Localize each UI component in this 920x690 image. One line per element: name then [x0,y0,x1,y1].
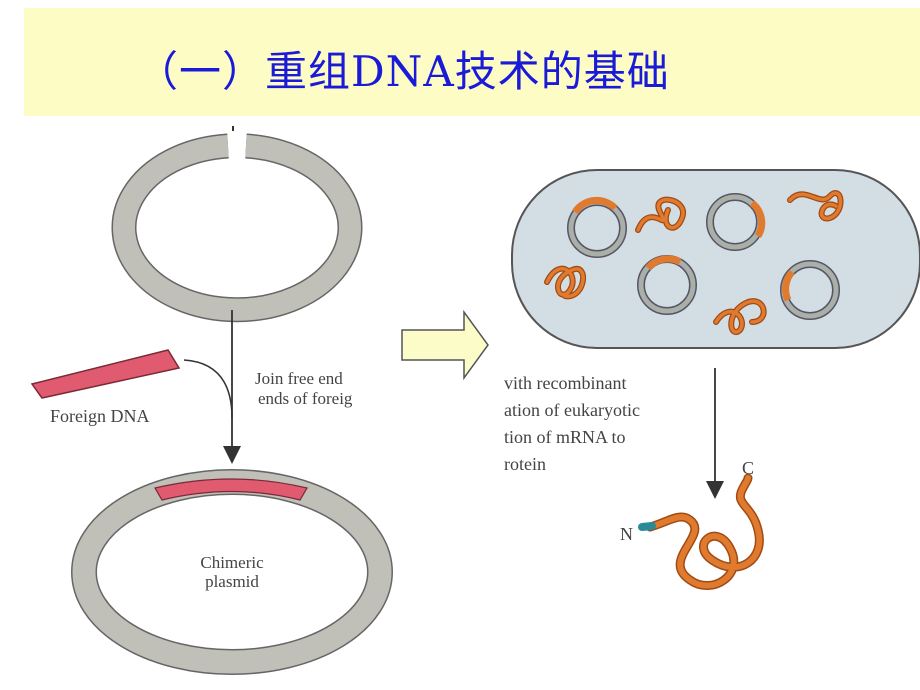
chimeric-plasmid [71,469,393,675]
join-label-line1: Join free end [255,369,343,388]
chimeric-label-line1: Chimeric [200,553,264,572]
caption-line4: rotein [504,454,546,474]
cell-plasmid-3 [637,255,697,315]
join-label-line2: ends of foreig [258,389,353,408]
bacterial-cell [511,169,920,349]
foreign-dna-fragment [30,349,181,399]
chimeric-label-line2: plasmid [205,572,259,591]
title-band: （一）重组DNA技术的基础 [24,8,920,116]
n-terminus-label: N [620,524,633,544]
join-curve-line [183,359,233,419]
folded-protein [638,473,764,590]
block-right-arrow [401,309,489,381]
cell-plasmid-1 [567,196,627,258]
caption-line1: vith recombinant [504,373,626,393]
foreign-dna-label: Foreign DNA [50,406,150,426]
c-terminus-label: C [742,458,754,478]
cell-plasmid-2 [706,193,766,251]
slide-title: （一）重组DNA技术的基础 [136,47,670,96]
open-plasmid [111,126,363,323]
caption-line3: tion of mRNA to [504,427,626,447]
cell-plasmid-4 [780,260,840,320]
caption-line2: ation of eukaryotic [504,400,640,420]
